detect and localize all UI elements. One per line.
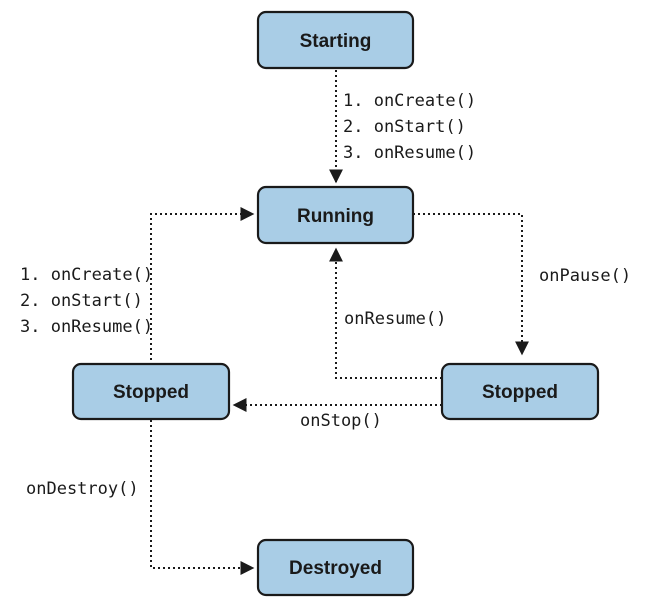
- label-ondestroy: onDestroy(): [26, 479, 139, 499]
- state-stopped-right: Stopped: [440, 362, 600, 421]
- label-starting-to-running: 1. onCreate() 2. onStart() 3. onResume(): [343, 91, 476, 163]
- state-destroyed-label: Destroyed: [289, 558, 382, 579]
- label-onstop: onStop(): [300, 411, 382, 431]
- state-destroyed: Destroyed: [256, 538, 415, 597]
- edge-running-to-stopped-right: [413, 213, 529, 356]
- label-onresume: 3. onResume(): [343, 143, 476, 163]
- label-oncreate: 1. onCreate(): [343, 91, 476, 111]
- state-starting: Starting: [256, 10, 415, 70]
- edge-stopped-left-to-running: [150, 207, 255, 365]
- label-onstart: 2. onStart(): [20, 291, 143, 311]
- label-onpause: onPause(): [539, 266, 631, 286]
- label-onstart: 2. onStart(): [343, 117, 466, 137]
- label-onresume: 3. onResume(): [20, 317, 153, 337]
- state-running-label: Running: [297, 206, 374, 227]
- state-running: Running: [256, 185, 415, 245]
- state-stopped-right-label: Stopped: [482, 382, 558, 403]
- state-stopped-left: Stopped: [71, 362, 231, 421]
- label-onresume-return: onResume(): [344, 309, 446, 329]
- state-stopped-left-label: Stopped: [113, 382, 189, 403]
- label-stopped-left-to-running: 1. onCreate() 2. onStart() 3. onResume(): [20, 265, 153, 337]
- edge-stopped-left-to-destroyed: [150, 420, 255, 575]
- label-oncreate: 1. onCreate(): [20, 265, 153, 285]
- edge-stopped-right-to-running: [329, 247, 442, 379]
- state-starting-label: Starting: [300, 31, 372, 52]
